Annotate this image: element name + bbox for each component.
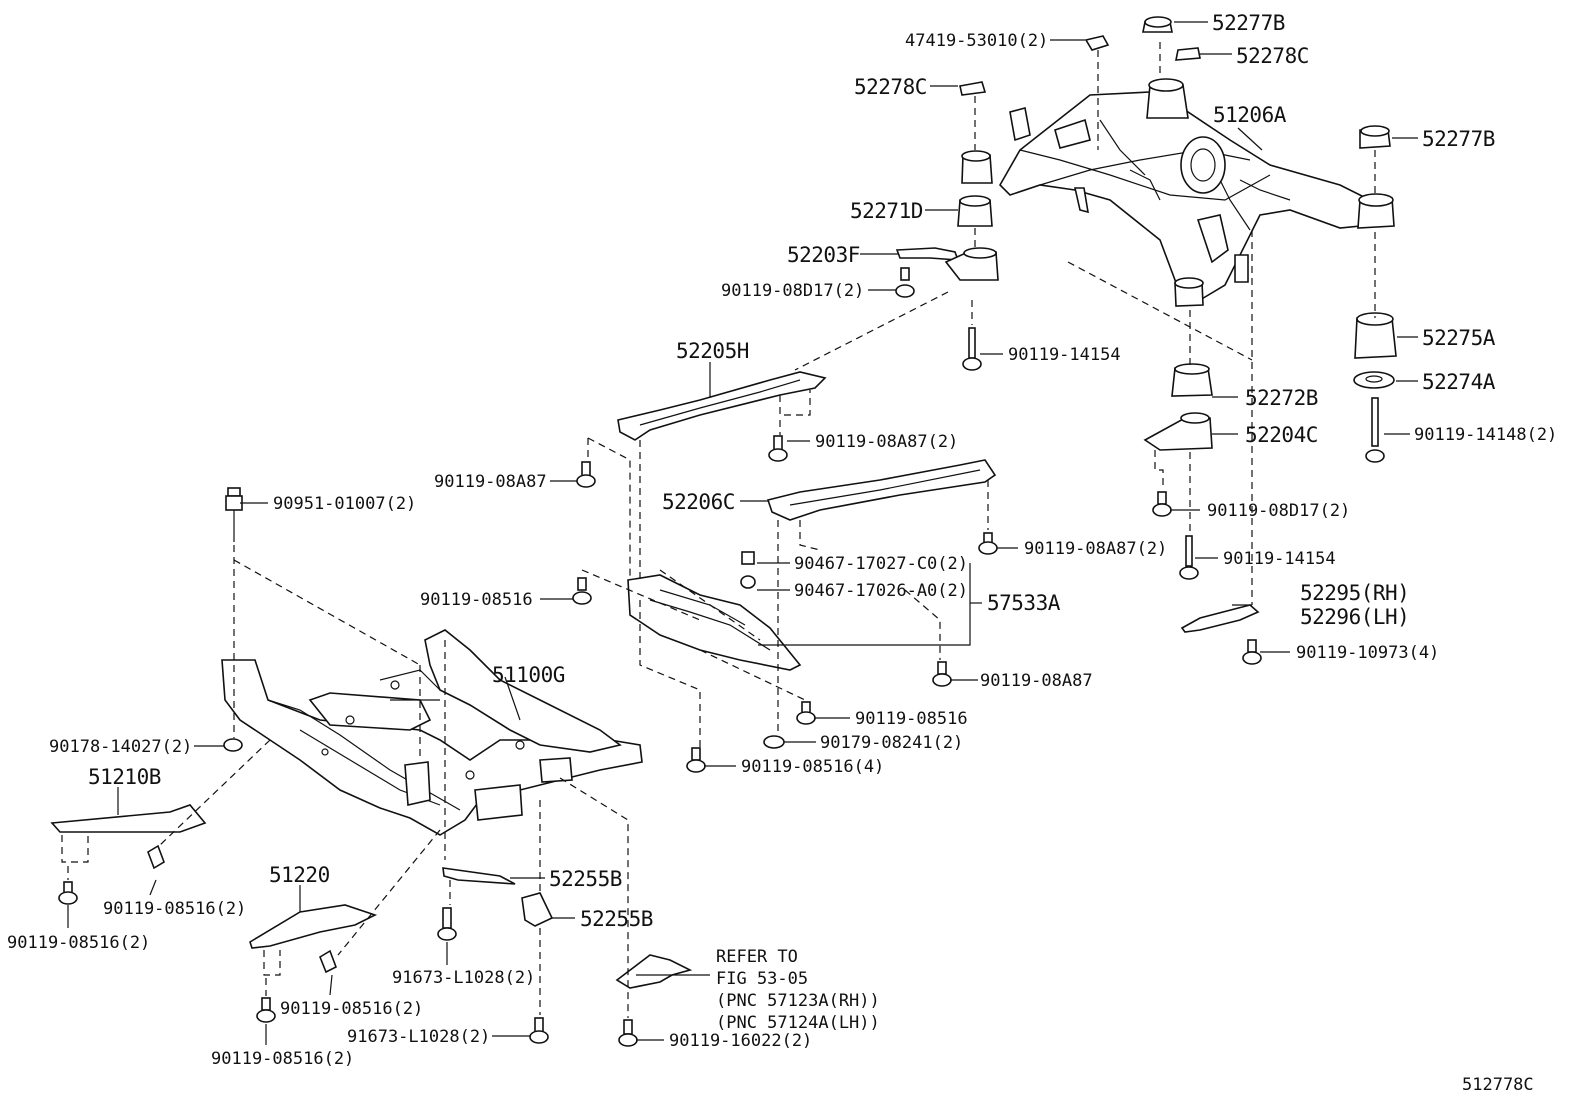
label-90119-08a87-a: 90119-08A87(2): [815, 432, 958, 452]
bracket-51220-drawing: [249, 904, 378, 949]
plate-52255b-a-drawing: [442, 867, 516, 885]
front-crossmember-drawing: [221, 629, 643, 836]
label-52205h: 52205H: [676, 339, 749, 363]
label-90119-08d17-a: 90119-08D17(2): [721, 281, 864, 301]
figure-id: 512778C: [1462, 1075, 1534, 1095]
assembly-lines: [61, 42, 1376, 1018]
label-90119-08a87-c: 90119-08A87(2): [1024, 539, 1167, 559]
label-90119-08516-e: 90119-08516(2): [7, 933, 150, 953]
label-90119-08516-c: 90119-08516(4): [741, 757, 884, 777]
label-90119-16022: 90119-16022(2): [669, 1031, 812, 1051]
label-52255b-b: 52255B: [580, 907, 653, 931]
label-90467-17026-a0: 90467-17026-A0(2): [794, 581, 968, 601]
label-52255b-a: 52255B: [549, 867, 622, 891]
label-52277b-top: 52277B: [1212, 11, 1285, 35]
brace-52205h-drawing: [617, 371, 827, 441]
label-90178-14027: 90178-14027(2): [49, 737, 192, 757]
label-52272b: 52272B: [1245, 386, 1318, 410]
refer-line-2: FIG 53-05: [716, 969, 808, 989]
plate-52255b-b-drawing: [521, 892, 554, 927]
label-52274a: 52274A: [1422, 370, 1496, 394]
label-90119-08d17-b: 90119-08D17(2): [1207, 501, 1350, 521]
label-52277b-right: 52277B: [1422, 127, 1495, 151]
label-52204c: 52204C: [1245, 423, 1318, 447]
plate-57533a-drawing: [627, 574, 802, 671]
label-90951-01007: 90951-01007(2): [273, 494, 416, 514]
refer-line-1: REFER TO: [716, 947, 798, 967]
label-90119-14148: 90119-14148(2): [1414, 425, 1557, 445]
label-52295-rh: 52295(RH): [1300, 581, 1409, 605]
label-51220: 51220: [269, 863, 330, 887]
refer-line-4: (PNC 57124A(LH)): [716, 1013, 880, 1033]
label-52296-lh: 52296(LH): [1300, 605, 1409, 629]
label-52203f: 52203F: [787, 243, 860, 267]
label-52278c-left: 52278C: [854, 75, 927, 99]
bracket-51210b-drawing: [50, 804, 207, 833]
label-90179-08241: 90179-08241(2): [820, 733, 963, 753]
label-90119-10973: 90119-10973(4): [1296, 643, 1439, 663]
label-90119-08a87-b: 90119-08A87: [434, 472, 547, 492]
label-90119-08516-d: 90119-08516(2): [103, 899, 246, 919]
bushing-icons: [944, 16, 1397, 451]
label-90119-08516-a: 90119-08516: [420, 590, 533, 610]
part-labels: 47419-53010(2) 52277B 52278C 52278C 5120…: [7, 11, 1557, 1095]
bracket-refer-drawing: [615, 954, 693, 989]
bolt-icons: [58, 267, 1385, 1047]
label-90119-14154-b: 90119-14154: [1223, 549, 1336, 569]
leader-lines: [67, 21, 1418, 1045]
label-51100g: 51100G: [492, 663, 565, 687]
refer-line-3: (PNC 57123A(RH)): [716, 991, 880, 1011]
label-91673-l1028-a: 91673-L1028(2): [392, 968, 535, 988]
bracket-52295-drawing: [1180, 604, 1260, 633]
label-57533a: 57533A: [987, 591, 1061, 615]
label-51210b: 51210B: [88, 765, 161, 789]
label-90119-08516-g: 90119-08516(2): [211, 1049, 354, 1069]
label-51206a: 51206A: [1213, 103, 1287, 127]
label-52275a: 52275A: [1422, 326, 1496, 350]
label-90119-08516-b: 90119-08516: [855, 709, 968, 729]
label-90119-08a87-d: 90119-08A87: [980, 671, 1093, 691]
label-47419-53010: 47419-53010(2): [905, 31, 1048, 51]
label-90119-14154-a: 90119-14154: [1008, 345, 1121, 365]
rear-suspension-member-drawing: [961, 78, 1395, 307]
label-90467-17027-c0: 90467-17027-C0(2): [794, 554, 968, 574]
label-52278c-right: 52278C: [1236, 44, 1309, 68]
link-52203f-drawing: [895, 247, 960, 261]
label-52271d: 52271D: [850, 199, 923, 223]
label-90119-08516-f: 90119-08516(2): [280, 999, 423, 1019]
label-52206c: 52206C: [662, 490, 735, 514]
label-91673-l1028-b: 91673-L1028(2): [347, 1027, 490, 1047]
